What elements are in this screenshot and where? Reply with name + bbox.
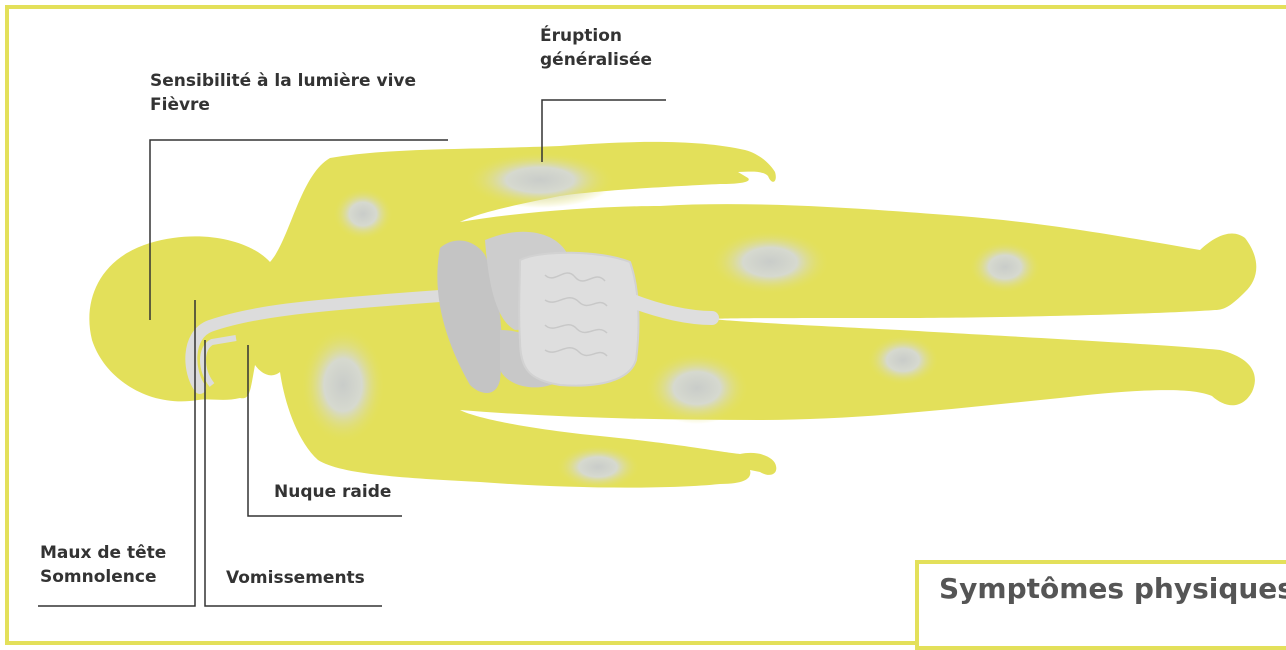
diagram-title: Symptômes physiques [939,572,1286,605]
label-vomiting: Vomissements [226,566,365,590]
label-stiff-neck: Nuque raide [274,480,391,504]
title-box: Symptômes physiques [915,560,1286,650]
label-light-fever: Sensibilité à la lumière vive Fièvre [150,69,416,117]
label-eruption: Éruption généralisée [540,24,652,72]
intestines [519,253,638,386]
label-headache: Maux de tête Somnolence [40,541,166,589]
